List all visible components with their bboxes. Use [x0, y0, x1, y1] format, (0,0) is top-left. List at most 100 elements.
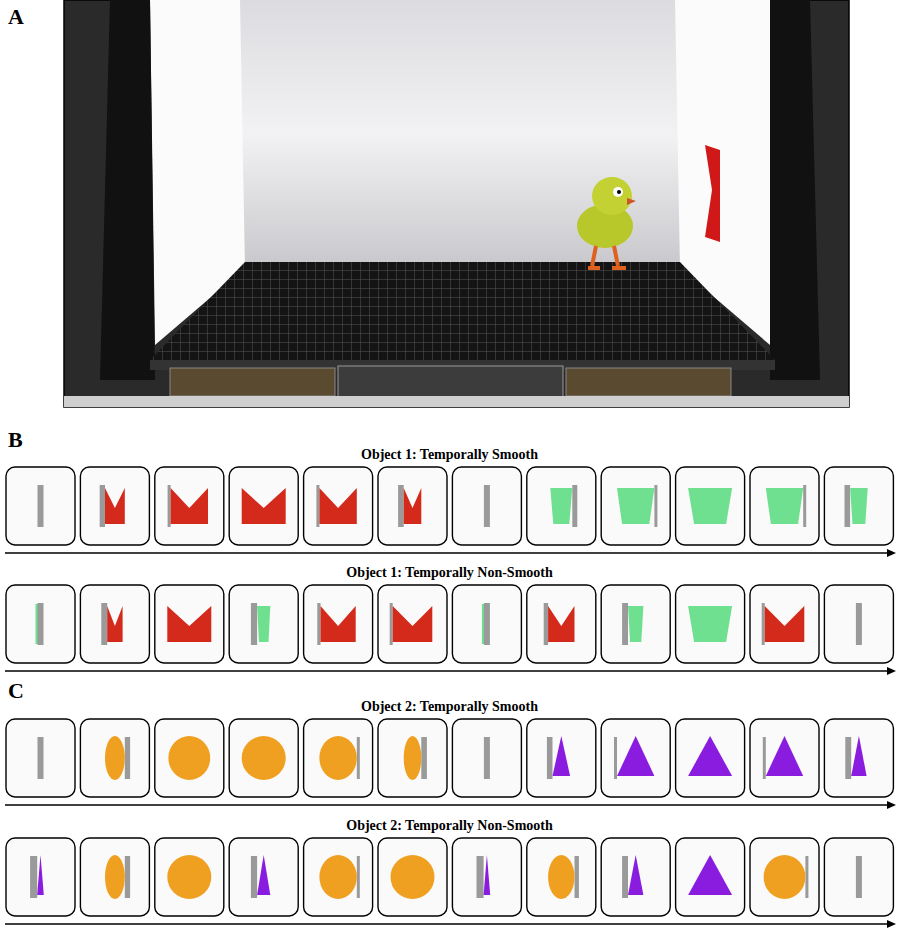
frame: [378, 467, 447, 545]
frame: [601, 585, 670, 663]
object-view: [766, 485, 806, 527]
frame: [6, 585, 75, 663]
frame: [80, 467, 149, 545]
frame: [229, 838, 298, 916]
object-view: [38, 737, 44, 779]
frame: [304, 467, 373, 545]
frame: [601, 467, 670, 545]
frame: [6, 719, 75, 797]
panel-letter: C: [8, 678, 24, 704]
frame: [229, 585, 298, 663]
object-view: [36, 603, 44, 645]
frame: [527, 719, 596, 797]
time-arrow: [5, 804, 893, 805]
frame: [378, 719, 447, 797]
frame: [80, 585, 149, 663]
arrow-head: [887, 801, 896, 809]
object-view: [168, 736, 210, 780]
object-view: [251, 855, 270, 898]
object-view: [764, 855, 809, 899]
frame: [824, 467, 893, 545]
object-view: [688, 488, 732, 524]
object-view: [845, 485, 868, 527]
frame: [155, 838, 224, 916]
object-view: [391, 855, 435, 899]
frame: [676, 585, 745, 663]
object-view: [319, 736, 359, 780]
object-view: [319, 855, 359, 899]
object-view: [688, 606, 732, 642]
frame: [824, 585, 893, 663]
object-view: [856, 856, 862, 898]
object-view: [404, 736, 427, 780]
frame: [824, 719, 893, 797]
object-view: [614, 736, 654, 779]
frame: [378, 838, 447, 916]
arrow-head: [887, 920, 896, 928]
object-view: [482, 603, 490, 645]
frame: [378, 585, 447, 663]
object-view: [38, 485, 44, 527]
arrow-head: [887, 667, 896, 675]
frame: [452, 585, 521, 663]
object-view: [105, 855, 130, 899]
object-view: [617, 485, 657, 527]
frame: [6, 467, 75, 545]
time-arrow: [5, 923, 893, 924]
frame: [452, 719, 521, 797]
frame: [527, 467, 596, 545]
object-view: [242, 736, 286, 780]
frame: [229, 719, 298, 797]
frame: [750, 585, 819, 663]
frame: [155, 467, 224, 545]
frame: [304, 719, 373, 797]
object-view: [762, 603, 805, 645]
time-arrow: [5, 670, 893, 671]
frame: [304, 585, 373, 663]
frame: [304, 838, 373, 916]
frame: [155, 585, 224, 663]
object-view: [317, 603, 355, 645]
row-title: Object 2: Temporally Non-Smooth: [0, 818, 899, 834]
object-view: [316, 485, 356, 527]
frame: [676, 838, 745, 916]
object-view: [390, 603, 433, 645]
object-view: [168, 485, 208, 527]
object-view: [167, 855, 211, 899]
frame: [750, 719, 819, 797]
object-view: [101, 603, 122, 645]
object-view: [251, 603, 270, 645]
panel-letter: B: [8, 427, 23, 453]
object-view: [398, 485, 421, 527]
object-view: [484, 737, 490, 779]
arrow-head: [887, 549, 896, 557]
object-view: [845, 736, 866, 779]
frame: [155, 719, 224, 797]
frame: [676, 719, 745, 797]
time-arrow: [5, 552, 893, 553]
panel-letter: A: [8, 4, 24, 30]
frame: [452, 467, 521, 545]
frame: [601, 838, 670, 916]
object-view: [688, 736, 732, 776]
frame: [750, 467, 819, 545]
frame: [6, 838, 75, 916]
object-view: [548, 855, 579, 899]
frame: [80, 719, 149, 797]
object-view: [550, 485, 577, 527]
frame: [80, 838, 149, 916]
object-view: [856, 603, 862, 645]
frame: [676, 467, 745, 545]
row-title: Object 2: Temporally Smooth: [0, 699, 899, 715]
row-title: Object 1: Temporally Non-Smooth: [0, 565, 899, 581]
object-view: [622, 603, 643, 645]
object-view: [544, 603, 575, 645]
frame: [452, 838, 521, 916]
object-view: [484, 485, 490, 527]
object-view: [100, 485, 125, 527]
object-view: [477, 855, 491, 898]
frame: [229, 467, 298, 545]
frame: [527, 838, 596, 916]
object-view: [242, 488, 286, 524]
